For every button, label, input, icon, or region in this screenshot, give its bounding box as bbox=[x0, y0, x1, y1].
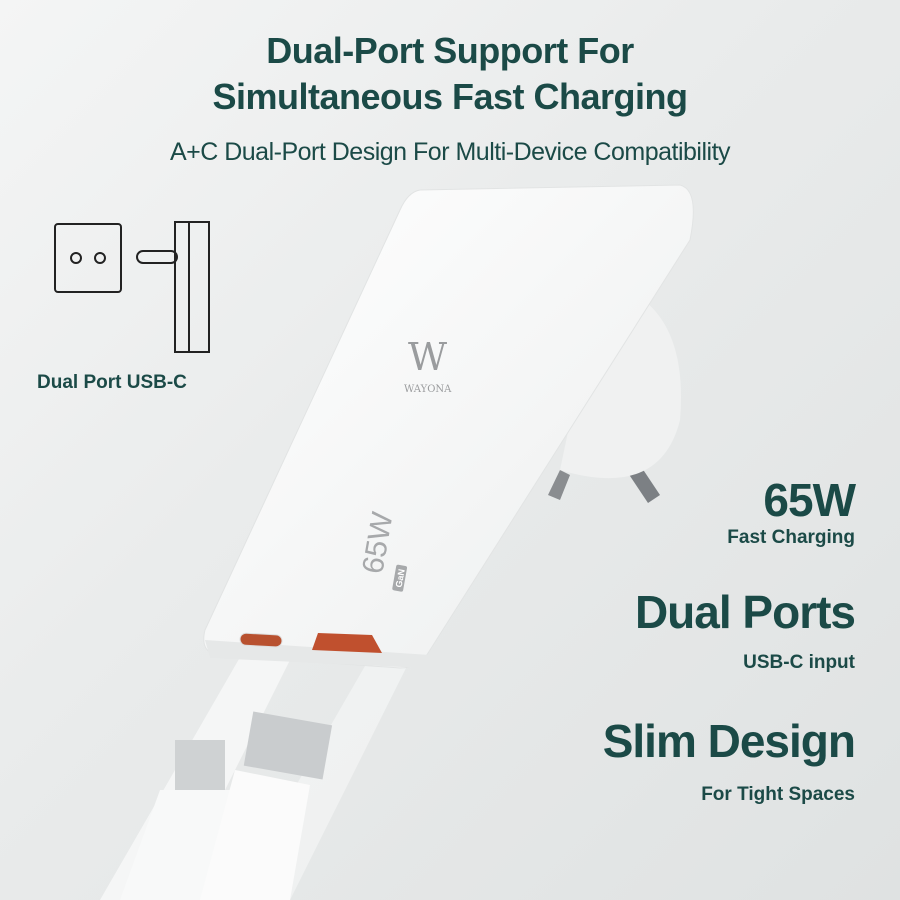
charger-body bbox=[203, 184, 694, 669]
title-line-2: Simultaneous Fast Charging bbox=[212, 76, 688, 117]
subtitle: A+C Dual-Port Design For Multi-Device Co… bbox=[169, 138, 731, 166]
gan-badge: GaN bbox=[392, 564, 408, 592]
socket-plug-icon bbox=[54, 221, 210, 353]
usb-a-port bbox=[312, 633, 382, 653]
plug-icon-label: Dual Port USB-C bbox=[37, 372, 187, 393]
brand-logo-mark: W bbox=[408, 335, 447, 379]
feature-title-power: 65W bbox=[763, 474, 856, 526]
feature-caption-power: Fast Charging bbox=[727, 527, 855, 548]
usb-c-port bbox=[239, 632, 283, 648]
feature-title-design: Slim Design bbox=[602, 715, 856, 767]
brand-logo-text: WAYONA bbox=[404, 384, 452, 395]
feature-caption-design: For Tight Spaces bbox=[701, 784, 855, 805]
feature-caption-ports: USB-C input bbox=[743, 652, 855, 673]
cables-icon bbox=[120, 711, 333, 900]
page-title: Dual-Port Support For Simultaneous Fast … bbox=[0, 28, 900, 120]
feature-title-ports: Dual Ports bbox=[634, 586, 856, 638]
gan-badge-text: GaN bbox=[394, 568, 407, 588]
title-line-1: Dual-Port Support For bbox=[266, 30, 634, 71]
